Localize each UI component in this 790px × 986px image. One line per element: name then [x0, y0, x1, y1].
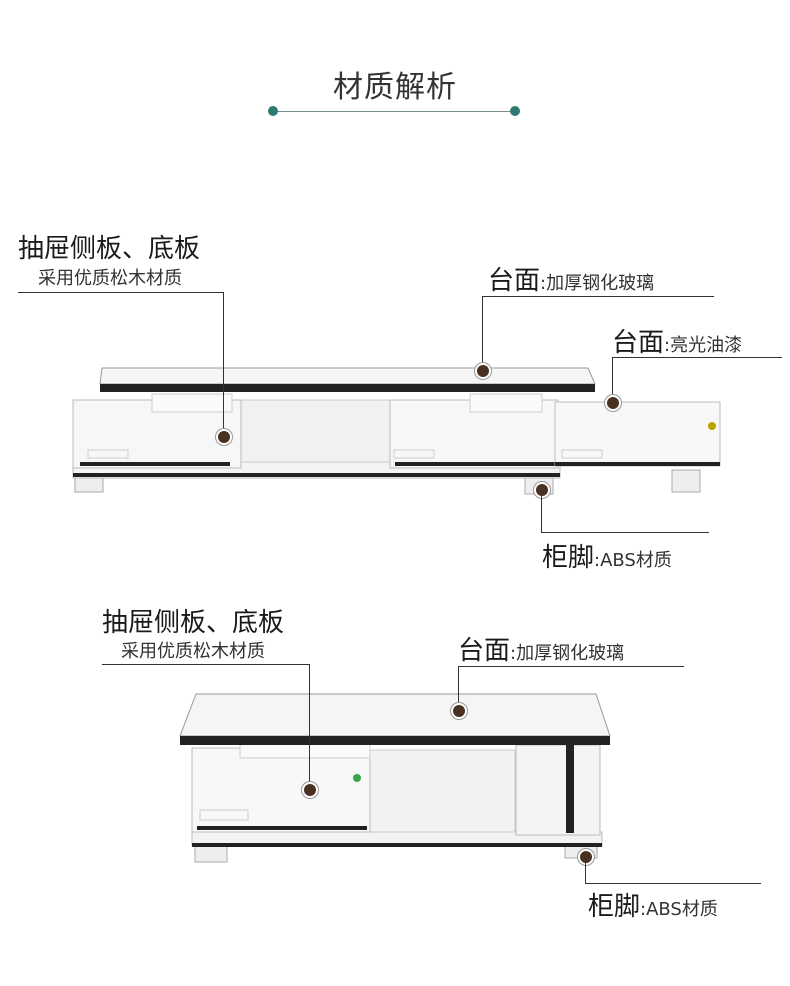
leader-line: [585, 857, 586, 883]
pin-marker: [534, 482, 550, 498]
ct-top-glass-desc: :加厚钢化玻璃: [510, 643, 625, 664]
leader-line: [223, 292, 224, 436]
ct-drawer-side-desc: 采用优质松木材质: [121, 641, 265, 662]
ct-top-glass-label: 台面:加厚钢化玻璃: [458, 630, 624, 667]
pin-marker: [578, 849, 594, 865]
pin-marker: [451, 703, 467, 719]
tv-top-paint-label: 台面:亮光油漆: [612, 322, 742, 359]
leader-line: [541, 532, 709, 533]
ct-feet-label: 柜脚:ABS材质: [588, 886, 718, 923]
leader-line: [482, 296, 483, 370]
leader-line: [102, 664, 310, 665]
tv-feet-label: 柜脚:ABS材质: [542, 537, 672, 574]
title-dot-left: [268, 106, 278, 116]
ct-drawer-side-title: 抽屉侧板、底板: [102, 608, 285, 638]
pin-marker: [475, 363, 491, 379]
tv-stand-image: [72, 367, 721, 495]
leader-line: [541, 490, 542, 532]
leader-line: [18, 292, 224, 293]
coffee-table-image: [179, 693, 611, 863]
title-divider: [273, 111, 515, 112]
tv-drawer-side-title: 抽屉侧板、底板: [18, 234, 201, 264]
tv-top-paint-name: 台面: [612, 328, 665, 358]
ct-top-glass-name: 台面: [458, 636, 511, 666]
ct-feet-name: 柜脚: [588, 892, 641, 922]
pin-marker: [605, 395, 621, 411]
tv-top-glass-name: 台面: [488, 266, 541, 296]
tv-feet-desc: :ABS材质: [594, 550, 672, 571]
pin-marker: [302, 782, 318, 798]
tv-top-glass-label: 台面:加厚钢化玻璃: [488, 260, 654, 297]
title-dot-right: [510, 106, 520, 116]
leader-line: [585, 883, 761, 884]
tv-feet-name: 柜脚: [542, 543, 595, 573]
page-title: 材质解析: [333, 70, 457, 105]
tv-top-glass-desc: :加厚钢化玻璃: [540, 273, 655, 294]
tv-top-paint-desc: :亮光油漆: [664, 335, 743, 356]
leader-line: [458, 666, 459, 709]
pin-marker: [216, 429, 232, 445]
tv-drawer-side-desc: 采用优质松木材质: [38, 268, 182, 289]
leader-line: [458, 666, 684, 667]
ct-feet-desc: :ABS材质: [640, 899, 718, 920]
leader-line: [309, 664, 310, 788]
leader-line: [612, 357, 782, 358]
leader-line: [482, 296, 714, 297]
leader-line: [612, 357, 613, 402]
